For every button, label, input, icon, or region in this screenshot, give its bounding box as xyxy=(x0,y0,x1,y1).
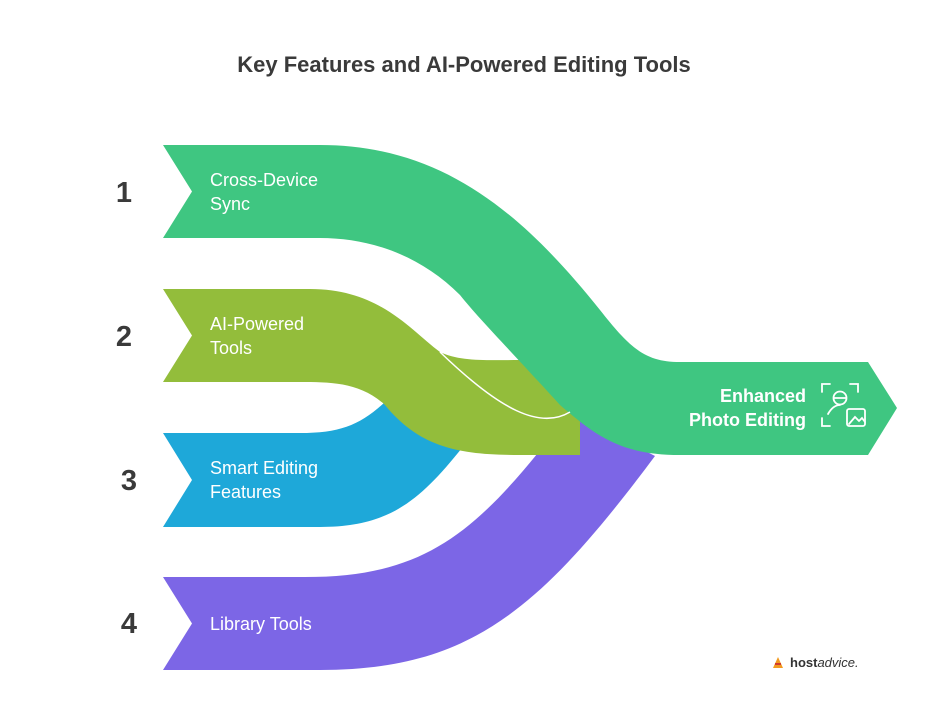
step-number-2: 2 xyxy=(115,321,133,353)
step-number-1: 1 xyxy=(115,177,133,209)
input-label-2: AI-Powered Tools xyxy=(210,312,304,360)
step-number-4: 4 xyxy=(120,608,138,640)
input-label-1-line1: Cross-Device xyxy=(210,170,319,190)
diagram-title: Key Features and AI-Powered Editing Tool… xyxy=(237,52,691,77)
input-label-2-line2: Tools xyxy=(210,338,253,358)
hostadvice-logo-icon xyxy=(773,657,783,668)
input-label-4: Library Tools xyxy=(210,612,312,636)
flow-band-3 xyxy=(163,402,462,527)
band-divider xyxy=(439,351,571,420)
input-label-2-line1: AI-Powered xyxy=(210,314,305,334)
output-label-line2: Photo Editing xyxy=(689,410,806,430)
input-label-3-line2: Features xyxy=(210,482,282,502)
hostadvice-logo: hostadvice. xyxy=(770,654,859,670)
input-label-3: Smart Editing Features xyxy=(210,456,318,504)
photo-editing-icon xyxy=(821,383,866,427)
flow-band-2 xyxy=(163,289,580,455)
input-label-1-line2: Sync xyxy=(210,194,251,214)
flow-band-1 xyxy=(163,145,897,455)
input-label-1: Cross-Device Sync xyxy=(210,168,318,216)
step-number-3: 3 xyxy=(120,465,138,497)
output-label: Enhanced Photo Editing xyxy=(636,384,806,432)
logo-text-bold: host xyxy=(790,654,818,670)
input-label-3-line1: Smart Editing xyxy=(210,458,319,478)
output-label-line1: Enhanced xyxy=(719,386,806,406)
logo-text-light: advice. xyxy=(817,654,859,670)
input-label-4-line1: Library Tools xyxy=(210,614,312,634)
flow-band-4 xyxy=(163,412,655,670)
